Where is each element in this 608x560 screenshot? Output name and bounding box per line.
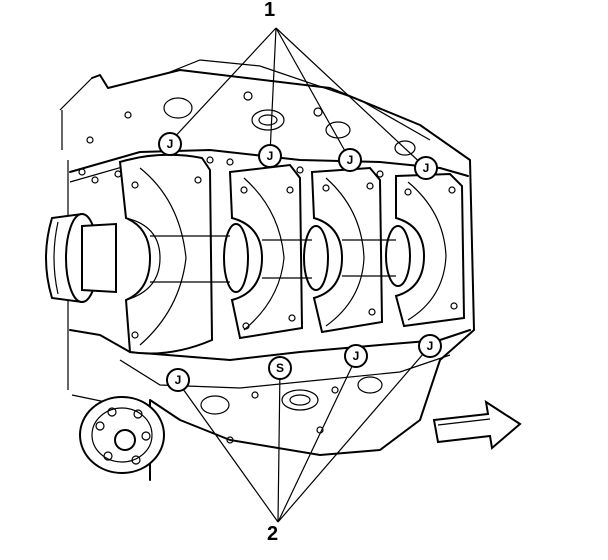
- bulkhead-3: [303, 166, 384, 334]
- svg-text:J: J: [267, 149, 274, 163]
- bolt-badge-bottom-1: J: [166, 368, 190, 392]
- svg-text:J: J: [423, 161, 430, 175]
- front-direction-arrow-icon: [432, 399, 522, 450]
- svg-text:J: J: [353, 349, 360, 363]
- callout-1-leaders: [169, 27, 427, 169]
- bolt-badge-top-2: J: [258, 144, 282, 168]
- bulkhead-4: [385, 172, 466, 328]
- top-bolt-badges: J J J J: [158, 132, 438, 180]
- bolt-badge-bottom-2: S: [268, 356, 292, 380]
- pulley-icon: [79, 396, 165, 474]
- crank-nose: [45, 212, 117, 304]
- svg-text:J: J: [427, 339, 434, 353]
- bolt-badge-bottom-4: J: [418, 334, 442, 358]
- svg-text:J: J: [167, 137, 174, 151]
- crank-journals: [150, 235, 396, 283]
- bolt-badge-top-3: J: [338, 148, 362, 172]
- callout-2-leaders: [177, 345, 431, 523]
- bolt-badge-top-1: J: [158, 132, 182, 156]
- bottom-bolt-badges: J S J J: [166, 334, 442, 392]
- bolt-badge-bottom-3: J: [344, 344, 368, 368]
- bulkhead-1: [118, 153, 214, 355]
- svg-text:J: J: [175, 373, 182, 387]
- svg-text:J: J: [347, 153, 354, 167]
- bolt-badge-top-4: J: [414, 156, 438, 180]
- callout-label-2: 2: [267, 523, 279, 545]
- bulkhead-2: [223, 163, 304, 340]
- svg-text:S: S: [276, 361, 284, 375]
- callout-label-1: 1: [264, 0, 276, 21]
